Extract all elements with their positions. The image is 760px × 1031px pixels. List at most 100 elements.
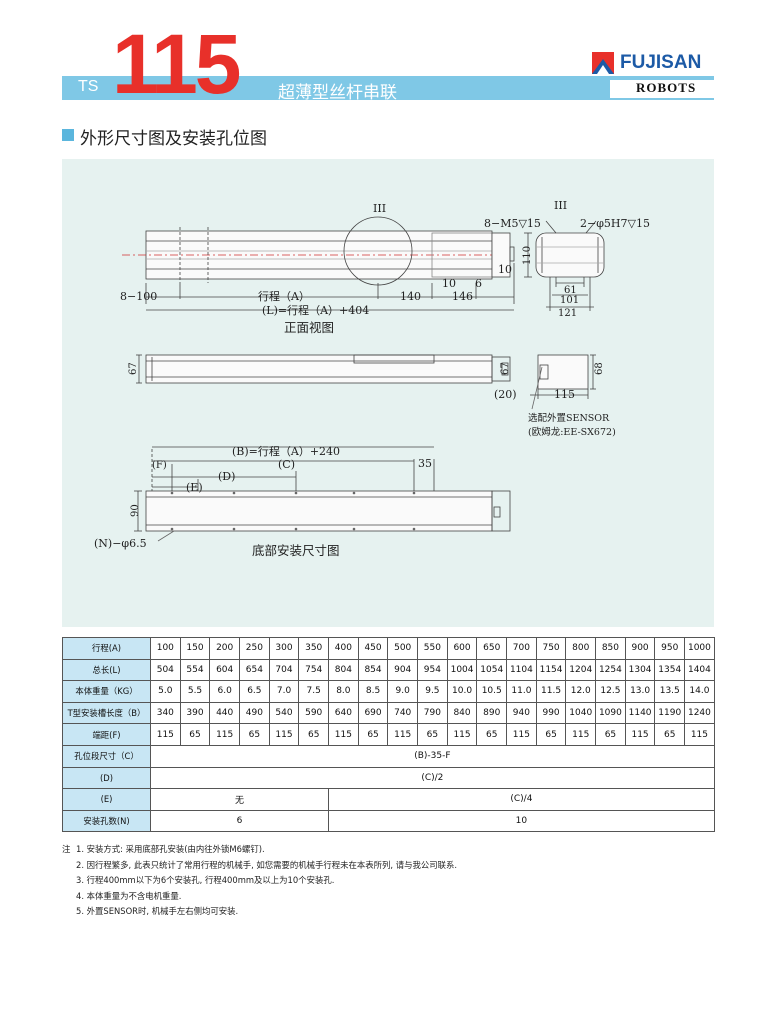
row-slot-length: T型安装槽长度（B） 340 390 440 490 540 590 640 6… xyxy=(62,701,715,725)
cell: 1240 xyxy=(684,701,715,725)
top-view xyxy=(136,354,596,410)
cell: 850 xyxy=(595,637,626,660)
cell: 800 xyxy=(565,637,597,660)
cell: 1354 xyxy=(654,658,686,682)
cell: 1254 xyxy=(595,658,626,682)
bottom-dim-B: (B)=行程（A）+240 xyxy=(232,445,340,458)
top-dim-67-right: 67 xyxy=(500,362,511,375)
cell: 1204 xyxy=(565,658,597,682)
note-item: 1. 安装方式: 采用底部孔安装(由内往外锁M6螺钉). xyxy=(76,844,265,854)
cell: 1040 xyxy=(565,701,597,725)
cell: 550 xyxy=(417,637,448,660)
cell: 704 xyxy=(268,658,300,682)
cell: 1000 xyxy=(684,637,715,660)
end-dim-101: 101 xyxy=(560,295,579,306)
header-bar xyxy=(62,76,714,100)
bottom-dim-35: 35 xyxy=(418,457,432,470)
cell: 1304 xyxy=(624,658,656,682)
cell: 10 xyxy=(328,809,715,833)
cell: 115 xyxy=(209,723,241,746)
section-marker-icon xyxy=(62,129,74,141)
cell: 6 xyxy=(149,809,330,833)
cell: 9.5 xyxy=(417,680,448,703)
cell: 8.5 xyxy=(357,680,389,703)
front-dim-L: (L)=行程（A）+404 xyxy=(262,304,369,317)
cell: 804 xyxy=(328,658,359,682)
front-dim-10: 10 xyxy=(442,277,456,290)
cell: 115 xyxy=(684,723,715,746)
cell: 6.5 xyxy=(239,680,270,703)
cell: 1404 xyxy=(684,658,715,682)
cell: 350 xyxy=(298,637,330,660)
cell: 754 xyxy=(298,658,330,682)
cell: 540 xyxy=(268,701,300,725)
cell: 10.5 xyxy=(476,680,508,703)
cell: 750 xyxy=(535,637,567,660)
cell: 65 xyxy=(476,723,508,746)
cell: 13.5 xyxy=(654,680,686,703)
cell: 9.0 xyxy=(387,680,419,703)
cell: (C)/4 xyxy=(328,788,715,811)
top-dim-20: (20) xyxy=(494,388,517,401)
cell: 7.0 xyxy=(268,680,300,703)
cell: 904 xyxy=(387,658,419,682)
row-hole-count: 安装孔数(N) 6 10 xyxy=(62,809,715,833)
bottom-dim-90: 90 xyxy=(130,504,141,517)
bottom-dim-D: (D) xyxy=(218,470,235,483)
front-dim-140: 140 xyxy=(400,290,421,303)
cell: 7.5 xyxy=(298,680,330,703)
cell: 65 xyxy=(179,723,211,746)
cell: 115 xyxy=(387,723,419,746)
front-view-label: 正面视图 xyxy=(284,320,334,335)
cell: 1190 xyxy=(654,701,686,725)
brand-logo-icon xyxy=(592,52,614,74)
cell: 950 xyxy=(654,637,686,660)
cell: 590 xyxy=(298,701,330,725)
note-item: 3. 行程400mm以下为6个安装孔, 行程400mm及以上为10个安装孔. xyxy=(76,875,335,885)
cell: 115 xyxy=(268,723,300,746)
cell: 490 xyxy=(239,701,270,725)
row-end-distance: 端距(F) 115 65 115 65 115 65 115 65 115 65… xyxy=(62,723,715,746)
cell: 115 xyxy=(624,723,656,746)
front-dim-6: 6 xyxy=(475,277,482,290)
row-label: 端距(F) xyxy=(62,723,151,746)
cell: 115 xyxy=(328,723,359,746)
note-item: 2. 因行程繁多, 此表只统计了常用行程的机械手, 如您需要的机械手行程未在本表… xyxy=(76,859,458,870)
front-view xyxy=(122,216,515,311)
top-dim-68: 68 xyxy=(594,362,605,375)
front-dim-stroke: 行程（A） xyxy=(258,290,310,303)
bottom-dim-E: (E) xyxy=(186,481,203,494)
end-holes-m5: 8−M5▽15 xyxy=(484,217,541,230)
brand-sub-box xyxy=(610,80,714,98)
row-length: 总长(L) 504 554 604 654 704 754 804 854 90… xyxy=(62,658,715,682)
cell: 940 xyxy=(506,701,537,725)
bottom-view xyxy=(134,446,511,542)
end-dim-110: 110 xyxy=(522,246,533,265)
cell: 440 xyxy=(209,701,241,725)
cell: 554 xyxy=(179,658,211,682)
cell: 840 xyxy=(446,701,478,725)
cell: 650 xyxy=(476,637,508,660)
front-dim-8-100: 8−100 xyxy=(120,290,157,303)
brand-name: FUJISAN xyxy=(620,52,702,73)
note-item: 4. 本体重量为不含电机重量. xyxy=(76,890,182,901)
row-label: 安装孔数(N) xyxy=(62,809,151,833)
cell: 1104 xyxy=(506,658,537,682)
cell: 1154 xyxy=(535,658,567,682)
cell: 504 xyxy=(150,658,181,682)
end-view xyxy=(524,220,605,311)
cell: 8.0 xyxy=(328,680,359,703)
end-dim-121: 121 xyxy=(558,308,577,319)
cell: 200 xyxy=(209,637,241,660)
sensor-note-1: 选配外置SENSOR xyxy=(528,412,610,424)
bottom-view-label: 底部安装尺寸图 xyxy=(252,543,340,558)
cell: 65 xyxy=(595,723,626,746)
top-dim-67-left: 67 xyxy=(128,362,139,375)
cell: 11.5 xyxy=(535,680,567,703)
cell: 65 xyxy=(239,723,270,746)
cell: 1090 xyxy=(595,701,626,725)
row-label: 本体重量（KG） xyxy=(62,680,151,703)
cell: (B)-35-F xyxy=(150,744,715,768)
cell: 600 xyxy=(446,637,478,660)
dimension-drawing: III 8−100 行程（A） 140 10 6 146 (L)=行程（A）+4… xyxy=(62,159,714,627)
